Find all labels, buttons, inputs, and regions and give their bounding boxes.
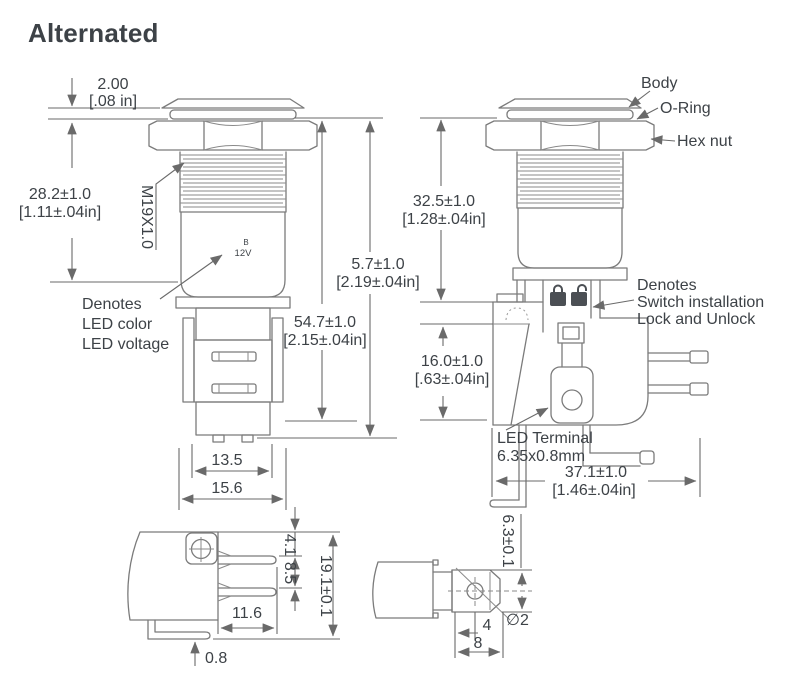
dim-lower-in: [.63±.04in]	[415, 371, 490, 388]
thread-spec-label: M19X1.0	[138, 185, 155, 249]
front-view-geometry	[148, 98, 318, 443]
dim-pin-pitch: 8.5	[281, 562, 298, 584]
dim-lower-mm: 16.0±1.0	[421, 353, 483, 370]
dim-cap-mm: 2.00	[97, 76, 128, 93]
dim-hole-offset: 4	[483, 617, 492, 634]
bottom-left-view-geometry	[127, 531, 277, 640]
dim-upper-mm: 32.5±1.0	[413, 193, 475, 210]
dim-terminal-height: 6.3±0.1	[499, 514, 516, 567]
led-note-line3: LED voltage	[82, 336, 169, 353]
dim-base-outer: 15.6	[211, 480, 242, 497]
side-view-dimensions: 32.5±1.0 [1.28±.04in] 16.0±1.0 [.63±.04i…	[402, 75, 764, 499]
bottom-right-view-geometry	[372, 559, 532, 621]
side-view-geometry	[485, 98, 709, 508]
thread-lines-side	[517, 154, 623, 204]
switch-note-line3: Lock and Unlock	[637, 311, 756, 328]
dim-thread-len-mm: 28.2±1.0	[29, 186, 91, 203]
bottom-left-view-dimensions: 4.1 8.5 19.1±0.1 11.6 0.8	[190, 507, 340, 667]
thread-lines	[180, 154, 286, 208]
led-terminal-note-line1: LED Terminal	[497, 430, 593, 447]
dim-hole-dia: ∅2	[506, 612, 529, 629]
oring-label: O-Ring	[660, 100, 711, 117]
dim-thread-len-in: [1.11±.04in]	[19, 204, 101, 221]
dim-height: 19.1±0.1	[317, 555, 334, 617]
bottom-right-view-dimensions: 6.3±0.1 ∅2 4 8	[454, 514, 532, 658]
dim-terminal-width: 8	[474, 635, 483, 652]
front-view-dimensions: 2.00 [.08 in] 28.2±1.0 [1.11±.04in] M19X…	[19, 76, 420, 510]
dim-width-mm: 37.1±1.0	[565, 464, 627, 481]
led-terminal-note-line2: 6.35x0.8mm	[497, 448, 585, 465]
unlock-icon	[571, 284, 587, 306]
lock-icon	[550, 284, 566, 306]
dim-foot-thickness: 0.8	[205, 650, 227, 667]
dim-upper-in: [1.28±.04in]	[402, 211, 486, 228]
dim-base-inner: 13.5	[211, 452, 242, 469]
led-voltage-mark: 12V	[235, 248, 253, 259]
dim-cap-in: [.08 in]	[89, 93, 137, 110]
dim-overall-in: [2.19±.04in]	[336, 274, 420, 291]
switch-note-line1: Denotes	[637, 277, 697, 294]
body-label: Body	[641, 75, 677, 92]
dim-pin-length: 11.6	[232, 605, 262, 622]
switch-note-line2: Switch installation	[637, 294, 764, 311]
led-note-line2: LED color	[82, 316, 153, 333]
dim-body-len-in: [2.15±.04in]	[283, 332, 367, 349]
drawing-title: Alternated	[28, 18, 159, 48]
dim-overall-mm: 5.7±1.0	[351, 256, 404, 273]
hexnut-label: Hex nut	[677, 133, 733, 150]
led-color-mark: B	[243, 238, 248, 247]
led-note-line1: Denotes	[82, 296, 142, 313]
dim-body-len-mm: 54.7±1.0	[294, 314, 356, 331]
dim-pin-offset: 4.1	[281, 534, 298, 556]
dim-width-in: [1.46±.04in]	[552, 482, 636, 499]
